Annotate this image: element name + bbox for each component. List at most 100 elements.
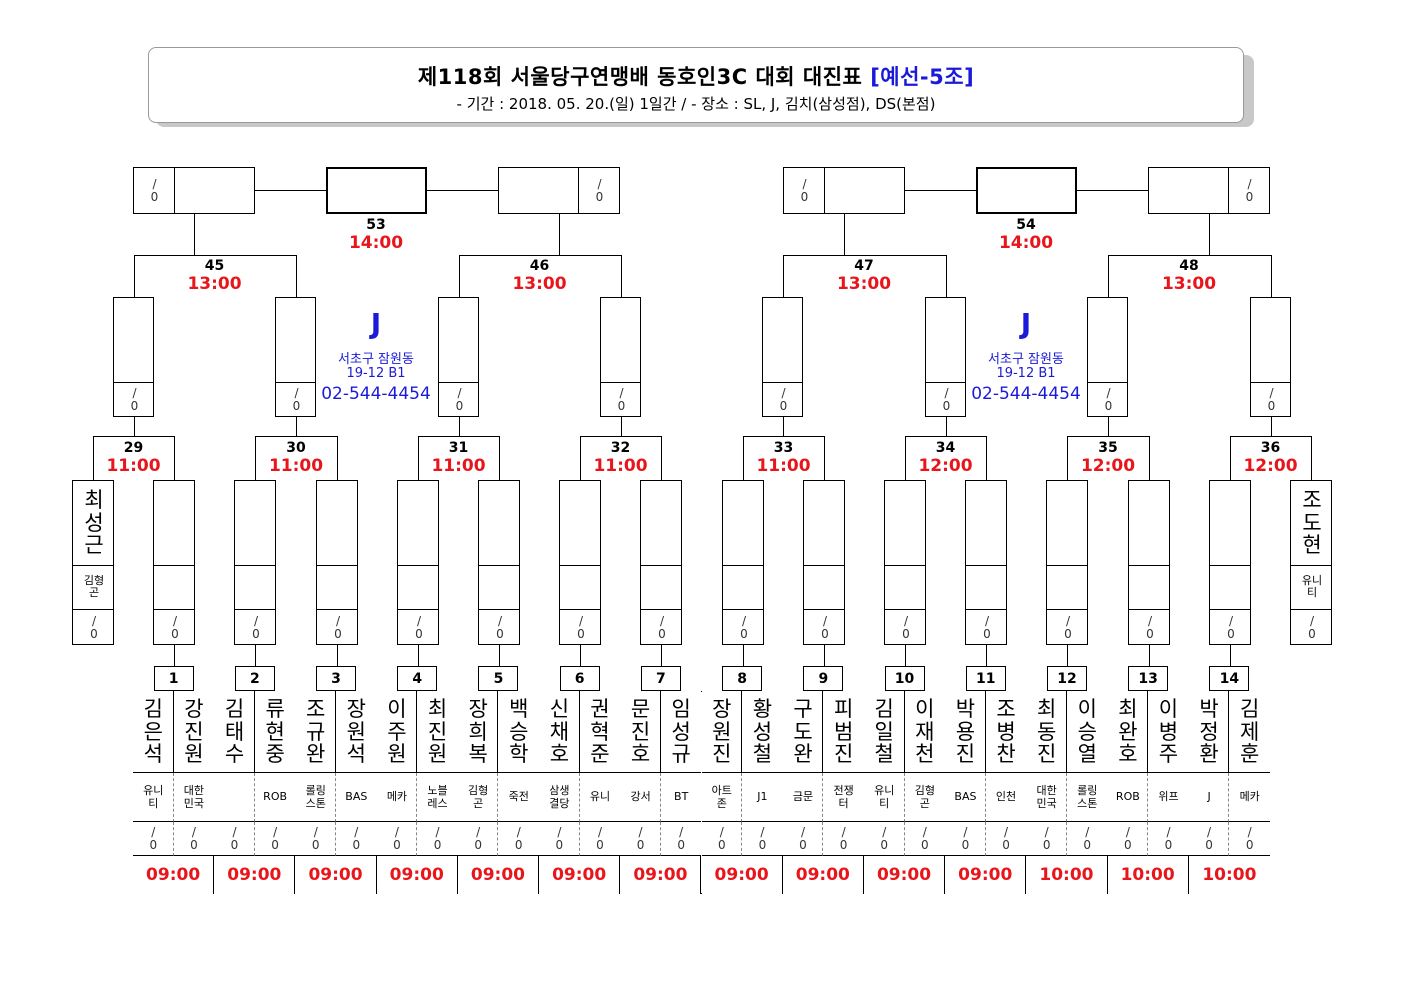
player-score-cell: / 0 bbox=[863, 822, 905, 856]
score-field: / 0 bbox=[130, 386, 139, 413]
bracket-line bbox=[316, 564, 317, 565]
match-number: 10 bbox=[894, 670, 915, 687]
match-number: 8 bbox=[737, 670, 747, 687]
bracket-line bbox=[945, 417, 947, 437]
player-score-cell: / 0 bbox=[457, 822, 499, 856]
bracket-line bbox=[255, 436, 256, 481]
match-time: 09:00 bbox=[308, 865, 363, 885]
score-field: / 0 bbox=[415, 613, 423, 641]
player-club-cell: 위프 bbox=[1148, 773, 1189, 822]
bracket-line bbox=[1311, 436, 1312, 481]
player-club-cell: 대한 민국 bbox=[173, 773, 215, 822]
score-field: / 0 bbox=[171, 613, 179, 641]
player-club-cell: 메카 bbox=[1229, 773, 1270, 822]
match-time-cell: 09:00 bbox=[701, 856, 783, 894]
score-field: / 0 bbox=[1164, 825, 1173, 852]
bracket-slot: / 0 bbox=[762, 297, 803, 417]
match-number: 14 bbox=[1219, 670, 1240, 687]
match-number: 33 bbox=[773, 440, 794, 456]
score-field: / 0 bbox=[1146, 613, 1154, 641]
bracket-line bbox=[295, 417, 297, 437]
player-club: BAS bbox=[345, 790, 368, 804]
player-club: ROB bbox=[263, 790, 288, 804]
score-field: / 0 bbox=[150, 176, 159, 204]
bracket-line bbox=[418, 436, 419, 481]
score-field: / 0 bbox=[393, 825, 401, 852]
bracket-line bbox=[1290, 564, 1291, 565]
match-time: 12:00 bbox=[1080, 456, 1136, 476]
score-field: / 0 bbox=[961, 825, 970, 852]
player-club-cell: 롤링 스톤 bbox=[1066, 773, 1108, 822]
semifinal-slot: / 0 bbox=[783, 167, 905, 214]
venue-address: 서초구 잠원동 bbox=[988, 352, 1064, 367]
match-number-tag: 13 bbox=[1128, 666, 1169, 691]
match-time-cell: 09:00 bbox=[539, 856, 621, 894]
player-score-cell: / 0 bbox=[823, 822, 864, 856]
match-number: 3 bbox=[331, 670, 341, 687]
player-club-cell: BAS bbox=[945, 773, 986, 822]
bracket-slot: / 0 bbox=[600, 297, 641, 417]
final-slot bbox=[326, 167, 427, 214]
player-score-cell: / 0 bbox=[1148, 822, 1189, 856]
bracket-line bbox=[458, 255, 622, 256]
score-field: / 0 bbox=[717, 825, 726, 852]
score-field: / 0 bbox=[800, 176, 809, 204]
player-score-cell: / 0 bbox=[173, 822, 215, 856]
match-time-cell: 09:00 bbox=[945, 856, 1027, 894]
bracket-line bbox=[397, 564, 398, 565]
player-club-cell: 전쟁 터 bbox=[823, 773, 864, 822]
player-club: 대한 민국 bbox=[1036, 784, 1057, 810]
player-club-cell: 강서 bbox=[620, 773, 661, 822]
player-club-cell bbox=[214, 773, 255, 822]
match-time: 12:00 bbox=[1243, 456, 1298, 476]
bracket-line bbox=[458, 417, 460, 437]
bracket-line bbox=[1067, 645, 1068, 667]
semifinal-slot: / 0 bbox=[133, 167, 255, 214]
match-number: 11 bbox=[976, 670, 996, 687]
bracket-line bbox=[174, 436, 175, 481]
bracket-line bbox=[782, 255, 784, 298]
bracket-line bbox=[620, 417, 622, 437]
match-number: 5 bbox=[493, 670, 504, 687]
match-number: 1 bbox=[168, 670, 179, 687]
bracket-line bbox=[72, 564, 73, 565]
match-time-cell: 09:00 bbox=[457, 856, 540, 894]
bracket-slot: / 0 bbox=[438, 297, 479, 417]
player-club-cell: BT bbox=[660, 773, 702, 822]
player-club-cell: ROB bbox=[1107, 773, 1149, 822]
score-field: / 0 bbox=[779, 386, 788, 413]
venue-name: J bbox=[370, 307, 382, 340]
player-club: 위프 bbox=[1158, 790, 1179, 804]
page-subtitle: - 기간 : 2018. 05. 20.(일) 1일간 / - 장소 : SL,… bbox=[456, 95, 936, 113]
bracket-line bbox=[803, 564, 804, 565]
score-field: / 0 bbox=[839, 825, 848, 852]
bracket-line bbox=[1107, 255, 1272, 256]
score-field: / 0 bbox=[474, 825, 482, 852]
match-time: 13:00 bbox=[836, 274, 892, 294]
bracket-line bbox=[1107, 417, 1109, 437]
score-field: / 0 bbox=[555, 825, 564, 852]
bracket-slot: / 0 bbox=[153, 480, 195, 645]
player-club: 아트 존 bbox=[711, 784, 732, 810]
player-score-cell: / 0 bbox=[1107, 822, 1149, 856]
bracket-slot: / 0 bbox=[559, 480, 601, 645]
bracket-line bbox=[905, 436, 906, 481]
bracket-line bbox=[499, 645, 500, 667]
player-club: BAS bbox=[954, 790, 977, 804]
bracket-line bbox=[1149, 645, 1150, 667]
bracket-line bbox=[965, 564, 966, 565]
match-number: 54 bbox=[1016, 217, 1036, 233]
match-time: 09:00 bbox=[552, 865, 607, 885]
